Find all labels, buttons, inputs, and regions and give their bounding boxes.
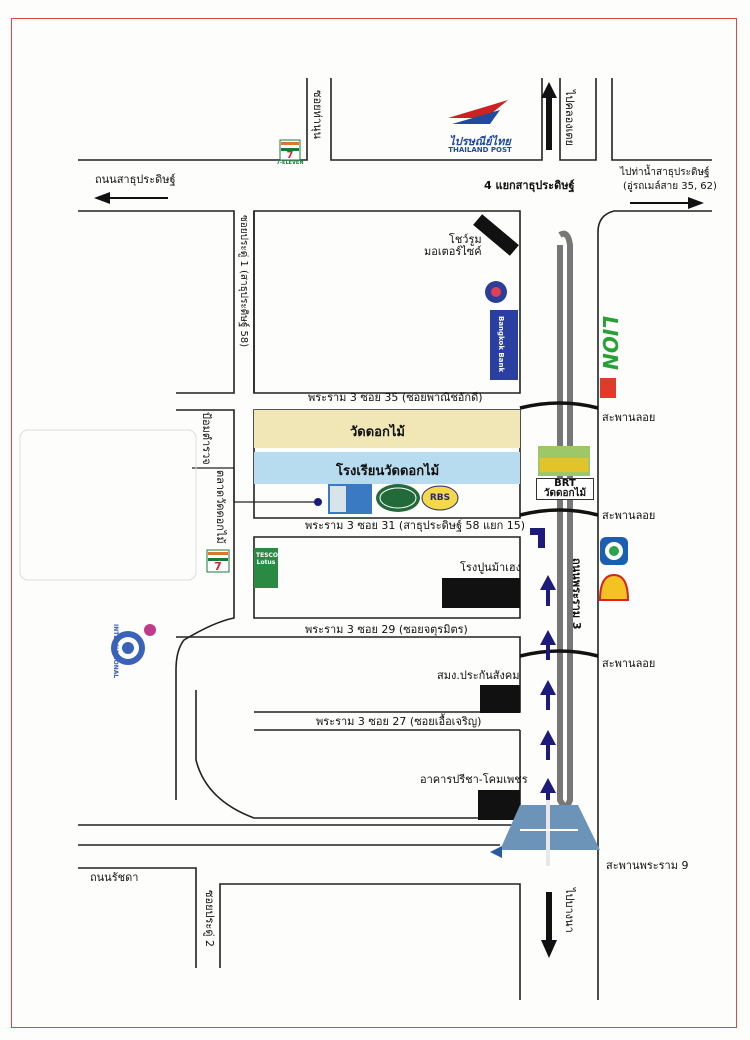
label-police-box: ป้อมตำรวจ [200,412,213,465]
seven-eleven-top-icon: 7 [279,139,301,161]
road-label-soi-31: พระราม 3 ซอย 31 (สาธุประดิษฐ์ 58 แยก 15) [305,519,526,532]
bangkok-bank-sign [490,310,518,380]
road-label-soi-27: พระราม 3 ซอย 27 (ซอยเอื้อเจริญ) [316,715,482,728]
road-soi-29 [176,636,521,819]
rbs-text: RBS [429,493,451,503]
footbridge-2 [519,508,599,517]
road-label-soi-pradu-1: ซอยประดู่ 1 (สาธุประดิษฐ์ 58) [238,215,249,348]
seven-eleven-mid-icon: 7 [206,549,230,573]
arrow-up-1 [540,575,556,606]
shell-icon [598,573,630,601]
wat-band: วัดดอกไม้ [254,410,520,448]
arrow-down-bang-na [541,892,557,958]
footbridge-1 [519,401,599,410]
road-label-soi-pradu-2: ซอยประดู่ 2 [203,890,216,947]
road-label-bus-routes: (อู่รถเมล์สาย 35, 62) [623,181,717,192]
label-showroom: โชว์รูม มอเตอร์ไซค์ [424,233,482,258]
arrow-up-khlong-toei [541,82,557,150]
iica-icon [111,624,156,665]
thailand-post-th-text: ไปรษณีย์ไทย [449,135,511,148]
arrow-up-4 [540,730,556,760]
label-rama9-bridge: สะพานพระราม 9 [606,859,689,872]
tesco-box [254,548,278,588]
label-cement: โรงปูนม้าเฮง [460,561,521,574]
arrow-right-tha-nam [630,197,704,209]
thailand-post-en-text: THAILAND POST [448,146,512,154]
road-left-mid [175,409,235,800]
label-building: อาคารปรีชา-โคมเพชร [420,773,528,786]
tesco-text: TESCO Lotus [256,552,279,566]
school-band: โรงเรียนวัดดอกไม้ [254,452,520,484]
road-label-ratchada: ถนนรัชดา [90,871,139,884]
bangkok-bank-text: Bangkok Bank [497,316,505,373]
map-frame [11,18,737,1028]
arrow-up-5 [540,778,556,808]
label-footbridge-1: สะพานลอย [602,411,656,424]
ptt-icon [600,537,628,565]
road-label-khlong-toei: ไปคลองเตย [563,90,576,146]
cement-block [442,578,520,608]
arrow-turn-left [530,528,545,548]
iica-text: INTERNATIONAL [112,624,119,679]
road-label-soi-35: พระราม 3 ซอย 35 (ซอยพาณิชอักดี) [308,391,483,404]
lion-icon [600,378,616,398]
road-label-sathu-pradit: ถนนสาธุประดิษฐ์ [95,173,176,186]
label-footbridge-2: สะพานลอย [602,509,656,522]
building-block [478,790,520,820]
road-label-tha-nam: ไปท่าน้ำสาธุประดิษฐ์ [620,167,710,178]
samakom-block [480,685,520,713]
label-samakom: สมง.ประกันสังคม [437,669,520,682]
road-ratchada [78,867,521,1000]
seven-eleven-top-text: 7-ELEVEN [276,160,304,166]
road-label-soi-29: พระราม 3 ซอย 29 (ซอยจตุรมิตร) [305,623,468,636]
arrow-left-sathu [94,192,168,204]
rbs-logo-icon [421,485,459,511]
label-footbridge-3: สะพานลอย [602,657,656,670]
road-right-top [597,78,712,1000]
blank-panel [19,429,197,581]
label-market: ตลาดวัดดอกไม้ [214,470,227,544]
arrow-up-2 [540,630,556,660]
footbridge-3 [519,649,599,658]
globe-logo-icon [376,484,420,512]
lion-text: LION [598,316,622,370]
showroom-block [473,214,519,256]
rama3-median [557,230,573,809]
school-label: โรงเรียนวัดดอกไม้ [336,464,440,479]
road-label-rama3: ถนนพระราม 3 [570,558,583,630]
road-label-junction: 4 แยกสาธุประดิษฐ์ [484,179,575,192]
road-label-soi-tha-nun: ซอยท่านุน [311,90,324,139]
label-brt: BRT วัดดอกไม้ [536,478,594,500]
wat-label: วัดดอกไม้ [350,425,405,440]
school-pointer-line [192,467,318,503]
arrow-up-3 [540,680,556,710]
svg-text:7: 7 [214,560,222,573]
road-sathu-pradit-top [78,78,597,161]
svg-text:7: 7 [287,150,294,161]
rama9-bridge-icon [490,800,600,866]
road-soi-31 [253,536,521,619]
thailand-post-icon [448,100,508,118]
road-label-bang-na: ไปบางนา [563,888,576,933]
